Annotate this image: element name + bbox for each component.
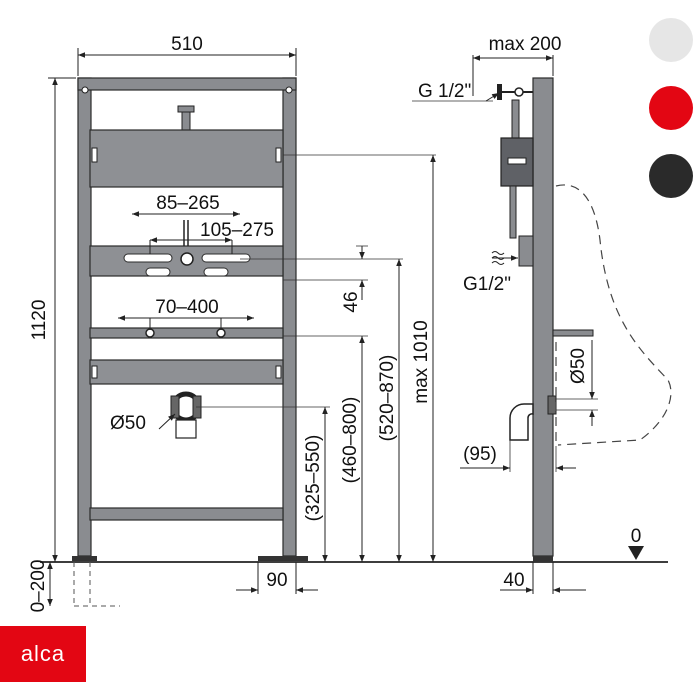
dim-460-800-label: (460–800) bbox=[340, 397, 361, 484]
panel-slot-icon bbox=[91, 365, 98, 379]
bolt-icon bbox=[216, 328, 226, 338]
urinal-outline bbox=[555, 184, 672, 446]
panel-slot-icon bbox=[91, 147, 98, 163]
left-upright bbox=[77, 77, 92, 557]
top-bar bbox=[77, 77, 297, 91]
leg-adjust-label: 0–200 bbox=[28, 560, 49, 613]
foot-icon bbox=[258, 556, 308, 561]
slot-icon bbox=[201, 253, 251, 263]
floor-zero-label: 0 bbox=[631, 526, 642, 547]
valve-icon bbox=[514, 87, 524, 97]
inlet-icon bbox=[180, 252, 194, 266]
dim-max-1010-label: max 1010 bbox=[411, 320, 432, 403]
diameter-front-label: Ø50 bbox=[110, 413, 146, 434]
floor-marker-icon bbox=[628, 546, 644, 560]
range-105-275-label: 105–275 bbox=[200, 220, 274, 241]
side-upright bbox=[532, 77, 554, 557]
front-view: 510 1120 85–265 105–275 70–400 Ø50 46 bbox=[28, 34, 668, 612]
clamp-icon bbox=[170, 395, 180, 419]
color-swatch-black[interactable] bbox=[649, 154, 693, 198]
slot-icon bbox=[145, 267, 171, 277]
bolt-icon bbox=[81, 86, 89, 94]
color-swatch-white[interactable] bbox=[649, 18, 693, 62]
dim-40-label: 40 bbox=[503, 570, 524, 591]
rail bbox=[89, 327, 284, 339]
slot-icon bbox=[203, 267, 229, 277]
leg-extension bbox=[73, 562, 120, 607]
panel-slot-icon bbox=[275, 365, 282, 379]
bolt-icon bbox=[145, 328, 155, 338]
dim-90-label: 90 bbox=[266, 570, 287, 591]
range-70-400-label: 70–400 bbox=[155, 297, 218, 318]
slot-icon bbox=[123, 253, 173, 263]
valve-cap-icon bbox=[177, 105, 195, 113]
diameter-side-label: Ø50 bbox=[568, 348, 589, 384]
foot-icon bbox=[72, 556, 97, 561]
lower-panel bbox=[89, 359, 284, 385]
dim-46-label: 46 bbox=[341, 291, 362, 312]
dim-95-label: (95) bbox=[463, 444, 497, 465]
bottom-bar bbox=[89, 507, 284, 521]
height-label: 1120 bbox=[29, 300, 50, 341]
depth-label: max 200 bbox=[489, 34, 562, 55]
drain-elbow-icon bbox=[509, 403, 534, 441]
upper-panel bbox=[89, 129, 284, 188]
logo-text: alca bbox=[20, 641, 66, 666]
pipe-icon bbox=[511, 99, 520, 139]
mounting-rod-icon bbox=[552, 329, 594, 337]
dim-520-870-label: (520–870) bbox=[377, 355, 398, 442]
cistern-label-icon bbox=[507, 157, 527, 165]
panel-slot-icon bbox=[275, 147, 282, 163]
range-85-265-label: 85–265 bbox=[156, 193, 219, 214]
color-swatch-red[interactable] bbox=[649, 86, 693, 130]
alca-logo: alca bbox=[0, 626, 86, 682]
drain-connector-icon bbox=[547, 395, 557, 415]
inlet-fitting-icon bbox=[518, 235, 534, 267]
valve-icon bbox=[181, 109, 191, 131]
right-upright bbox=[282, 77, 297, 557]
bolt-icon bbox=[285, 86, 293, 94]
dim-325-550-label: (325–550) bbox=[303, 435, 324, 522]
hose-icon bbox=[509, 185, 517, 239]
g-side-label: G1/2" bbox=[463, 274, 511, 295]
g-top-label: G 1/2" bbox=[418, 81, 471, 102]
width-label: 510 bbox=[171, 34, 203, 55]
drain-pipe-icon bbox=[175, 419, 197, 439]
side-foot-icon bbox=[533, 556, 553, 562]
side-view: max 200 G 1/2" G1/2" Ø50 (95) 40 0 bbox=[412, 34, 672, 594]
valve-handle-icon bbox=[497, 84, 502, 100]
